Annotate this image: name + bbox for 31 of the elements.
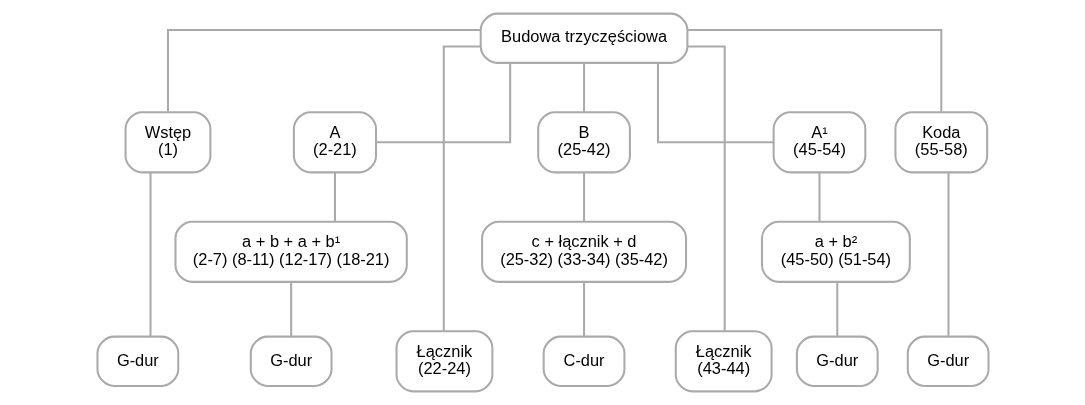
node-box: a + b + a + b¹ (2-7) (8-11) (12-17) (18-21) (173, 220, 408, 283)
connector (166, 29, 481, 112)
connector (582, 172, 585, 222)
connector (582, 62, 585, 112)
node-box: G-dur (249, 335, 333, 387)
node-box: G-dur (795, 335, 879, 387)
node-box: A (2-21) (292, 111, 377, 174)
connector (687, 29, 942, 112)
node-box: B (25-42) (536, 111, 631, 174)
connector (333, 172, 336, 222)
connector (817, 172, 820, 222)
connector (149, 172, 152, 337)
node-box: a + b² (45-50) (51-54) (760, 220, 911, 283)
connector (289, 282, 292, 337)
node-box: Łącznik (22-24) (395, 330, 493, 393)
node-box: Koda (55-58) (893, 111, 988, 174)
node-box: Budowa trzyczęściowa (479, 12, 688, 64)
node-box: A¹ (45-54) (772, 111, 866, 174)
connector (442, 45, 481, 332)
node-box: Wstęp (1) (124, 111, 211, 174)
node-box: C-dur (542, 335, 625, 387)
node-box: c + łącznik + d (25-32) (33-34) (35-42) (480, 220, 687, 283)
node-box: Łącznik (43-44) (674, 330, 773, 393)
node-box: G-dur (95, 335, 179, 387)
connector (946, 172, 949, 337)
connector (656, 62, 773, 144)
connector (835, 282, 838, 337)
connector (375, 62, 511, 144)
connector (582, 282, 585, 337)
connector (687, 45, 726, 332)
node-box: G-dur (906, 335, 990, 387)
